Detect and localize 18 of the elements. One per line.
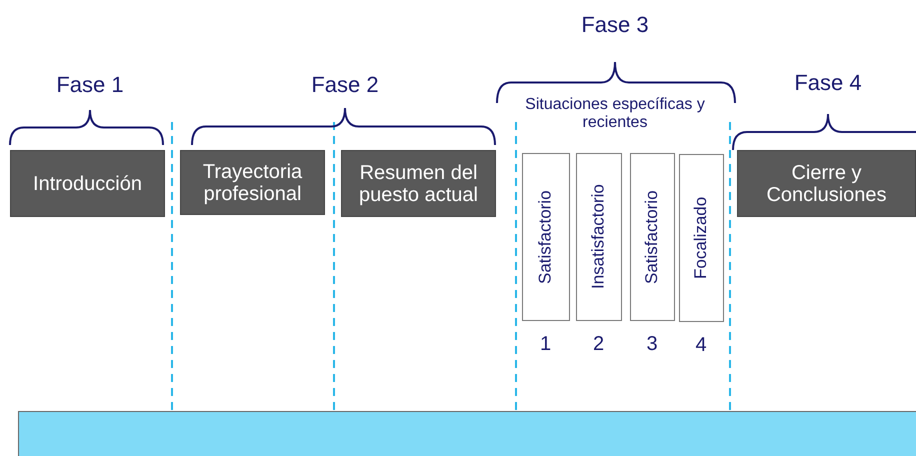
phase-heading: Fase 2 <box>311 72 379 98</box>
step-number: 3 <box>646 333 658 356</box>
step-number: 2 <box>593 333 604 356</box>
situation-box: Satisfactorio <box>630 153 675 321</box>
timeline-bar <box>18 411 916 456</box>
phase-heading: Fase 4 <box>794 70 862 96</box>
phase-box: Introducción <box>10 150 165 217</box>
step-number: 1 <box>540 333 552 356</box>
situation-box: Insatisfactorio <box>576 153 622 321</box>
situation-box: Satisfactorio <box>522 153 570 321</box>
phase-box: Resumen del puesto actual <box>341 150 496 217</box>
phase-box: Cierre y Conclusiones <box>737 150 916 217</box>
phase-box: Trayectoria profesional <box>180 150 325 215</box>
phase-heading: Fase 3 <box>581 12 649 38</box>
section-heading: Situaciones específicas y recientes <box>524 96 706 132</box>
situation-box: Focalizado <box>679 154 724 322</box>
phase-heading: Fase 1 <box>56 72 124 98</box>
step-number: 4 <box>696 334 707 357</box>
